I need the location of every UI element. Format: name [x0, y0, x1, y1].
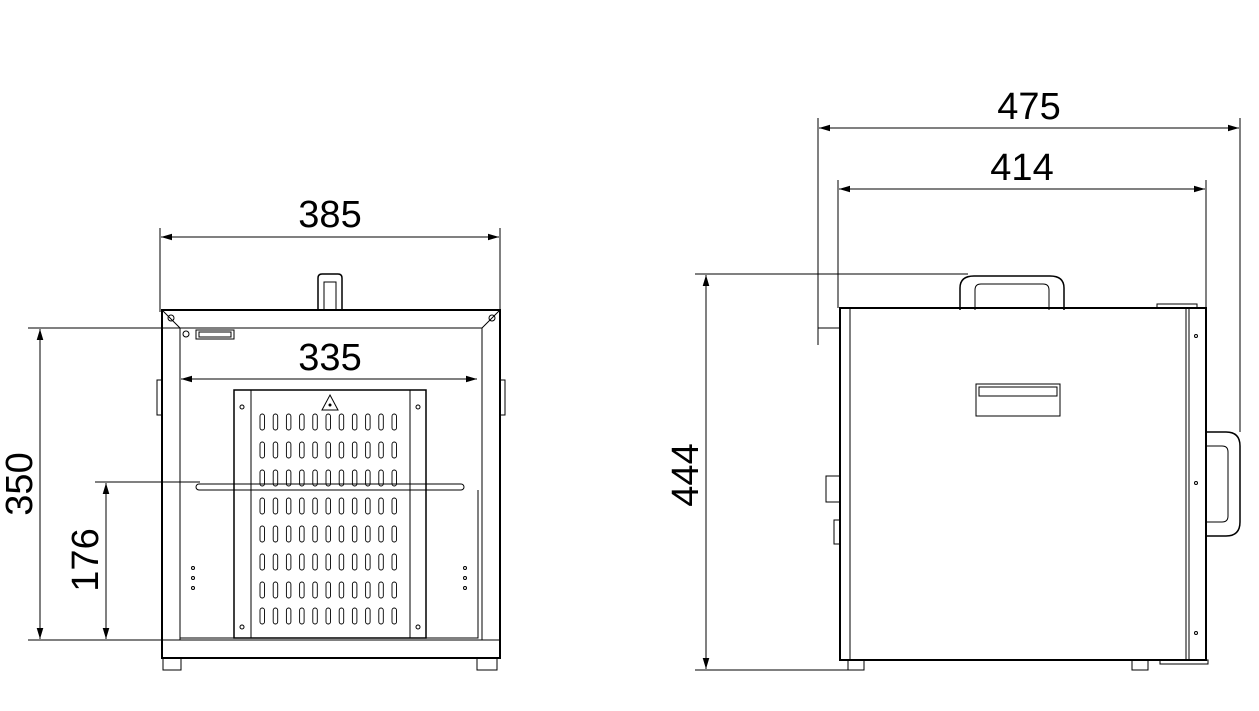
dim-side-height: 444: [665, 443, 707, 506]
vent-slot: [325, 607, 331, 625]
vent-slot: [299, 497, 305, 515]
vent-slot: [378, 581, 384, 599]
vent-slot: [299, 441, 305, 459]
vent-slot: [365, 525, 371, 543]
vent-slot: [285, 581, 292, 599]
vent-slot: [325, 497, 331, 515]
vent-slot: [259, 469, 265, 487]
dim-side-total-width: 475: [997, 86, 1060, 128]
vent-slot: [259, 525, 265, 543]
vent-slot: [325, 525, 331, 543]
vent-slot: [338, 581, 345, 599]
vent-slot: [391, 497, 397, 515]
vent-slot: [299, 525, 305, 543]
vent-slot: [285, 553, 292, 571]
vent-slot: [365, 413, 371, 431]
vent-slot: [285, 497, 292, 515]
dim-side-body-width: 414: [990, 147, 1053, 189]
vent-slot: [365, 607, 371, 625]
vent-slot: [259, 553, 265, 571]
vent-slot: [312, 413, 318, 431]
vent-slot: [351, 441, 358, 459]
vent-slot: [272, 553, 279, 571]
vent-slot: [391, 441, 397, 459]
vent-slot: [351, 413, 358, 431]
side-view: 475 414 444: [665, 86, 1241, 671]
vent-slot: [299, 413, 305, 431]
vent-slot: [391, 553, 397, 571]
vent-slot: [378, 441, 384, 459]
vent-slot: [351, 525, 358, 543]
vent-slot: [325, 581, 331, 599]
vent-slot: [272, 469, 279, 487]
dim-front-height: 350: [0, 452, 41, 515]
vent-slot: [312, 469, 318, 487]
vent-slot: [299, 607, 305, 625]
vent-slot: [312, 581, 318, 599]
vent-slot: [351, 469, 358, 487]
vent-slot: [338, 441, 345, 459]
vent-slot: [299, 581, 305, 599]
vent-slot: [272, 525, 279, 543]
vent-slot: [391, 413, 397, 431]
vent-slot: [365, 441, 371, 459]
vent-slot: [259, 581, 265, 599]
vent-slot: [351, 607, 358, 625]
vent-slot: [365, 497, 371, 515]
vent-slot: [272, 497, 279, 515]
dim-front-shelf-height: 176: [65, 528, 107, 591]
vent-slot: [325, 413, 331, 431]
vent-slot: [325, 553, 331, 571]
vent-slot: [365, 469, 371, 487]
vent-slot: [338, 525, 345, 543]
vent-slot: [338, 497, 345, 515]
vent-slot: [259, 497, 265, 515]
dim-front-width-outer: 385: [298, 194, 361, 236]
vent-slot: [312, 441, 318, 459]
vent-slot: [391, 607, 397, 625]
vent-slot: [312, 607, 318, 625]
vent-slot: [325, 441, 331, 459]
vent-slot: [299, 469, 305, 487]
vent-slot: [338, 607, 345, 625]
dim-front-width-inner: 335: [298, 337, 361, 379]
vent-slot: [259, 441, 265, 459]
vent-slot: [272, 581, 279, 599]
vent-slot: [285, 413, 292, 431]
vent-slot: [285, 525, 292, 543]
vent-slot: [285, 607, 292, 625]
vent-slot: [378, 413, 384, 431]
vent-slot: [391, 525, 397, 543]
vent-slot: [378, 607, 384, 625]
vent-slot: [325, 469, 331, 487]
vent-slot: [272, 607, 279, 625]
vent-slots: [259, 413, 397, 625]
vent-slot: [378, 497, 384, 515]
vent-slot: [259, 413, 265, 431]
vent-slot: [391, 581, 397, 599]
vent-slot: [259, 607, 265, 625]
vent-slot: [391, 469, 397, 487]
vent-slot: [285, 469, 292, 487]
vent-slot: [365, 553, 371, 571]
vent-slot: [338, 469, 345, 487]
vent-slot: [365, 581, 371, 599]
front-view: 385 335 350 176: [0, 194, 506, 671]
vent-slot: [312, 497, 318, 515]
vent-slot: [312, 525, 318, 543]
vent-slot: [351, 553, 358, 571]
vent-slot: [378, 469, 384, 487]
vent-slot: [351, 497, 358, 515]
vent-slot: [378, 525, 384, 543]
vent-slot: [338, 553, 345, 571]
vent-slot: [285, 441, 292, 459]
vent-slot: [351, 581, 358, 599]
vent-slot: [338, 413, 345, 431]
vent-slot: [272, 413, 279, 431]
vent-slot: [312, 553, 318, 571]
vent-slot: [378, 553, 384, 571]
vent-slot: [272, 441, 279, 459]
vent-slot: [299, 553, 305, 571]
